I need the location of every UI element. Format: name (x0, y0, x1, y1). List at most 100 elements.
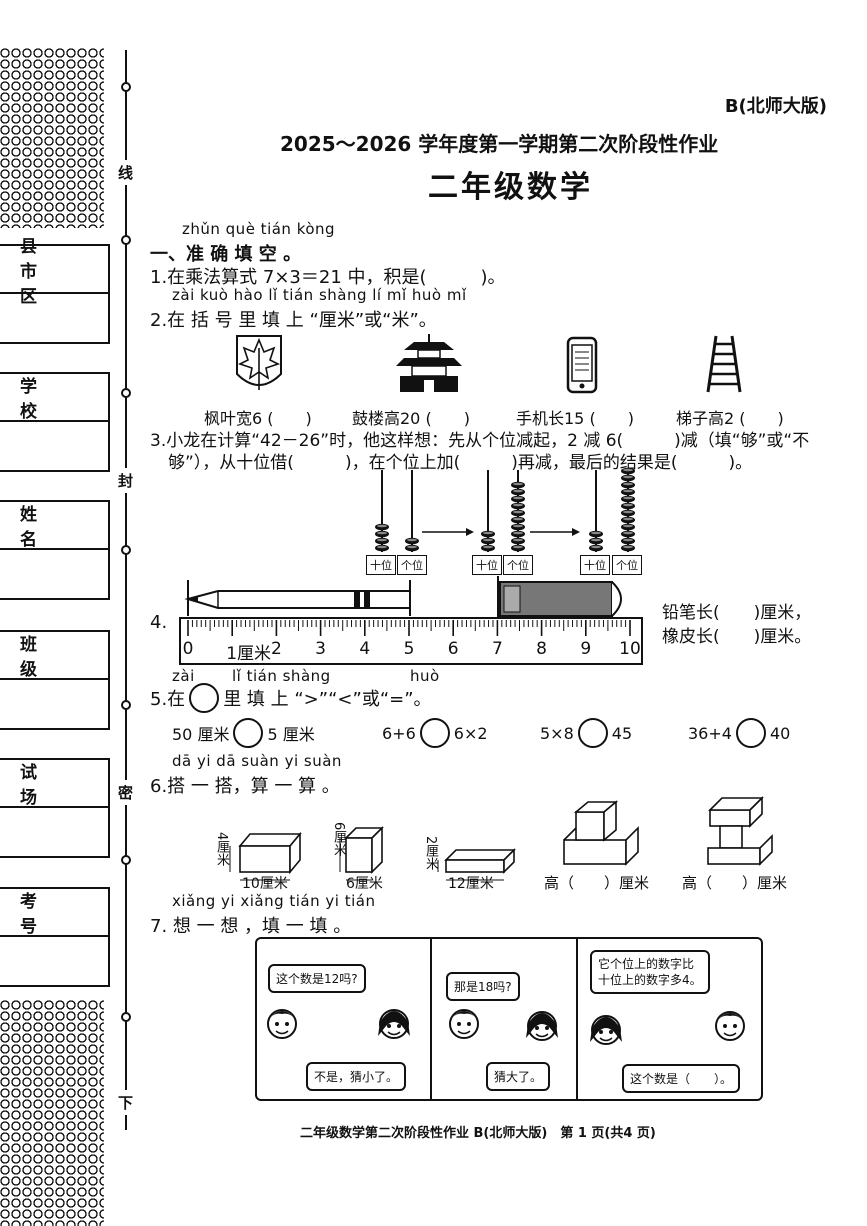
ruler-number: 1厘米 (226, 644, 272, 664)
q2-maple-label: 枫叶宽6 ( ) (204, 409, 312, 428)
section1-pinyin: zhǔn què tián kòng (182, 220, 336, 238)
ruler-number: 7 (491, 639, 503, 659)
q7-text: 7. 想 一 想 ，填 一 填 。 (150, 916, 352, 937)
binding-char: 线 (118, 160, 134, 185)
kids-illustration (449, 1009, 558, 1041)
blocks-diagram (229, 796, 773, 881)
field-district: 县 市 区 (0, 237, 110, 344)
block2-side-label: 6厘米 (331, 822, 346, 857)
q1-text: 1.在乘法算式 7×3＝21 中，积是( )。 (150, 267, 506, 288)
ruler-ticks (187, 620, 631, 636)
subject-title: 二年级数学 (428, 170, 593, 205)
abacus-diagram (375, 467, 635, 552)
binding-ring (121, 855, 131, 865)
compare-circle[interactable] (419, 718, 450, 748)
q4-number: 4. (150, 612, 168, 633)
abacus-ones-label: 个位 (397, 555, 427, 575)
ruler-number: 4 (359, 639, 371, 659)
section1-title: 一、准 确 填 空 。 (150, 244, 302, 265)
comic-divider (576, 937, 578, 1101)
binding-ring (121, 545, 131, 555)
compare-circle[interactable] (735, 718, 766, 748)
block1-bottom-label: 10厘米 (242, 876, 288, 892)
ruler-number: 9 (580, 639, 592, 659)
answer-circle (189, 683, 220, 713)
kids-illustration (267, 1009, 410, 1039)
q3-line1: 3.小龙在计算“42－26”时，他这样想：先从个位减起，2 减 6( )减（填“… (150, 431, 810, 451)
eraser-length-label: 橡皮长( )厘米。 (662, 627, 812, 647)
q5-pinyin: huò (410, 667, 440, 685)
page-footer: 二年级数学第二次阶段性作业 B(北师大版) 第 1 页(共4 页) (300, 1126, 656, 1141)
ruler-number: 2 (270, 639, 282, 659)
ruler-number: 8 (536, 639, 547, 659)
q2-ladder-label: 梯子高2 ( ) (676, 409, 784, 428)
field-school-input[interactable] (0, 422, 108, 470)
q7-pinyin: xiǎng yi xiǎng tián yi tián (172, 892, 376, 910)
q3-line2: 够”），从十位借( )，在个位上加( )再减，最后的结果是( )。 (168, 453, 753, 473)
ruler-number: 6 (447, 639, 459, 659)
ladder-icon (706, 335, 742, 393)
comic-strip (255, 937, 763, 1101)
field-exam-number-input[interactable] (0, 937, 108, 985)
binding-ring (121, 388, 131, 398)
dot-pattern-top (0, 48, 104, 228)
ruler-number: 5 (403, 639, 415, 659)
q2-tower-label: 鼓楼高20 ( ) (352, 409, 470, 428)
stack1-answer: 高（ ）厘米 (544, 874, 650, 892)
binding-ring (121, 82, 131, 92)
binding-ring (121, 1012, 131, 1022)
version-label: B(北师大版) (724, 96, 827, 117)
field-class: 班 级 (0, 630, 110, 730)
field-exam-room-input[interactable] (0, 808, 108, 856)
field-class-input[interactable] (0, 680, 108, 728)
q2-phone-label: 手机长15 ( ) (516, 409, 634, 428)
speech-bubble: 猜大了。 (486, 1062, 551, 1091)
speech-bubble: 这个数是（ ）。 (622, 1064, 741, 1093)
speech-bubble: 不是，猜小了。 (306, 1062, 407, 1091)
q5-pinyin: lǐ tián shàng (232, 667, 331, 685)
q5-pinyin: zài (172, 667, 195, 685)
binding-line (125, 50, 127, 1130)
abacus-tens-label: 十位 (366, 555, 396, 575)
abacus-tens-label: 十位 (580, 555, 610, 575)
compare-circle[interactable] (233, 718, 264, 748)
phone-icon (566, 336, 598, 394)
ruler-number: 10 (619, 639, 641, 659)
abacus-ones-label: 个位 (503, 555, 533, 575)
speech-bubble: 那是18吗? (446, 972, 520, 1001)
field-school: 学 校 (0, 372, 110, 472)
dot-pattern-bottom (0, 1000, 104, 1226)
maple-leaf-icon (236, 335, 282, 390)
pencil-length-label: 铅笔长( )厘米， (662, 603, 812, 623)
binding-char: 密 (118, 780, 134, 805)
drum-tower-icon (396, 334, 462, 392)
field-exam-room: 试 场 (0, 758, 110, 858)
compare-circle[interactable] (577, 718, 608, 748)
speech-bubble: 它个位上的数字比十位上的数字多4。 (590, 950, 710, 994)
stack2-answer: 高（ ）厘米 (682, 874, 788, 892)
binding-ring (121, 700, 131, 710)
block3-side-label: 2厘米 (423, 836, 438, 871)
ruler-number: 0 (182, 639, 194, 659)
binding-char: 封 (118, 468, 134, 493)
comic-divider (430, 937, 432, 1101)
abacus-ones-label: 个位 (612, 555, 642, 575)
kids-illustration (590, 1011, 745, 1045)
binding-ring (121, 235, 131, 245)
ruler-diagram (179, 576, 643, 665)
q6-pinyin: dā yi dā suàn yi suàn (172, 752, 342, 770)
q2-pinyin: zài kuò hào lǐ tián shàng lí mǐ huò mǐ (172, 286, 467, 304)
block3-bottom-label: 12厘米 (448, 876, 494, 892)
q2-text: 2.在 括 号 里 填 上 “厘米”或“米”。 (150, 310, 437, 331)
binding-char: 下 (118, 1090, 134, 1115)
abacus-tens-label: 十位 (472, 555, 502, 575)
exam-title: 2025～2026 学年度第一学期第二次阶段性作业 (280, 132, 719, 156)
field-name: 姓 名 (0, 500, 110, 600)
ruler-number: 3 (315, 639, 326, 659)
field-name-input[interactable] (0, 550, 108, 598)
field-exam-number: 考 号 (0, 887, 110, 987)
